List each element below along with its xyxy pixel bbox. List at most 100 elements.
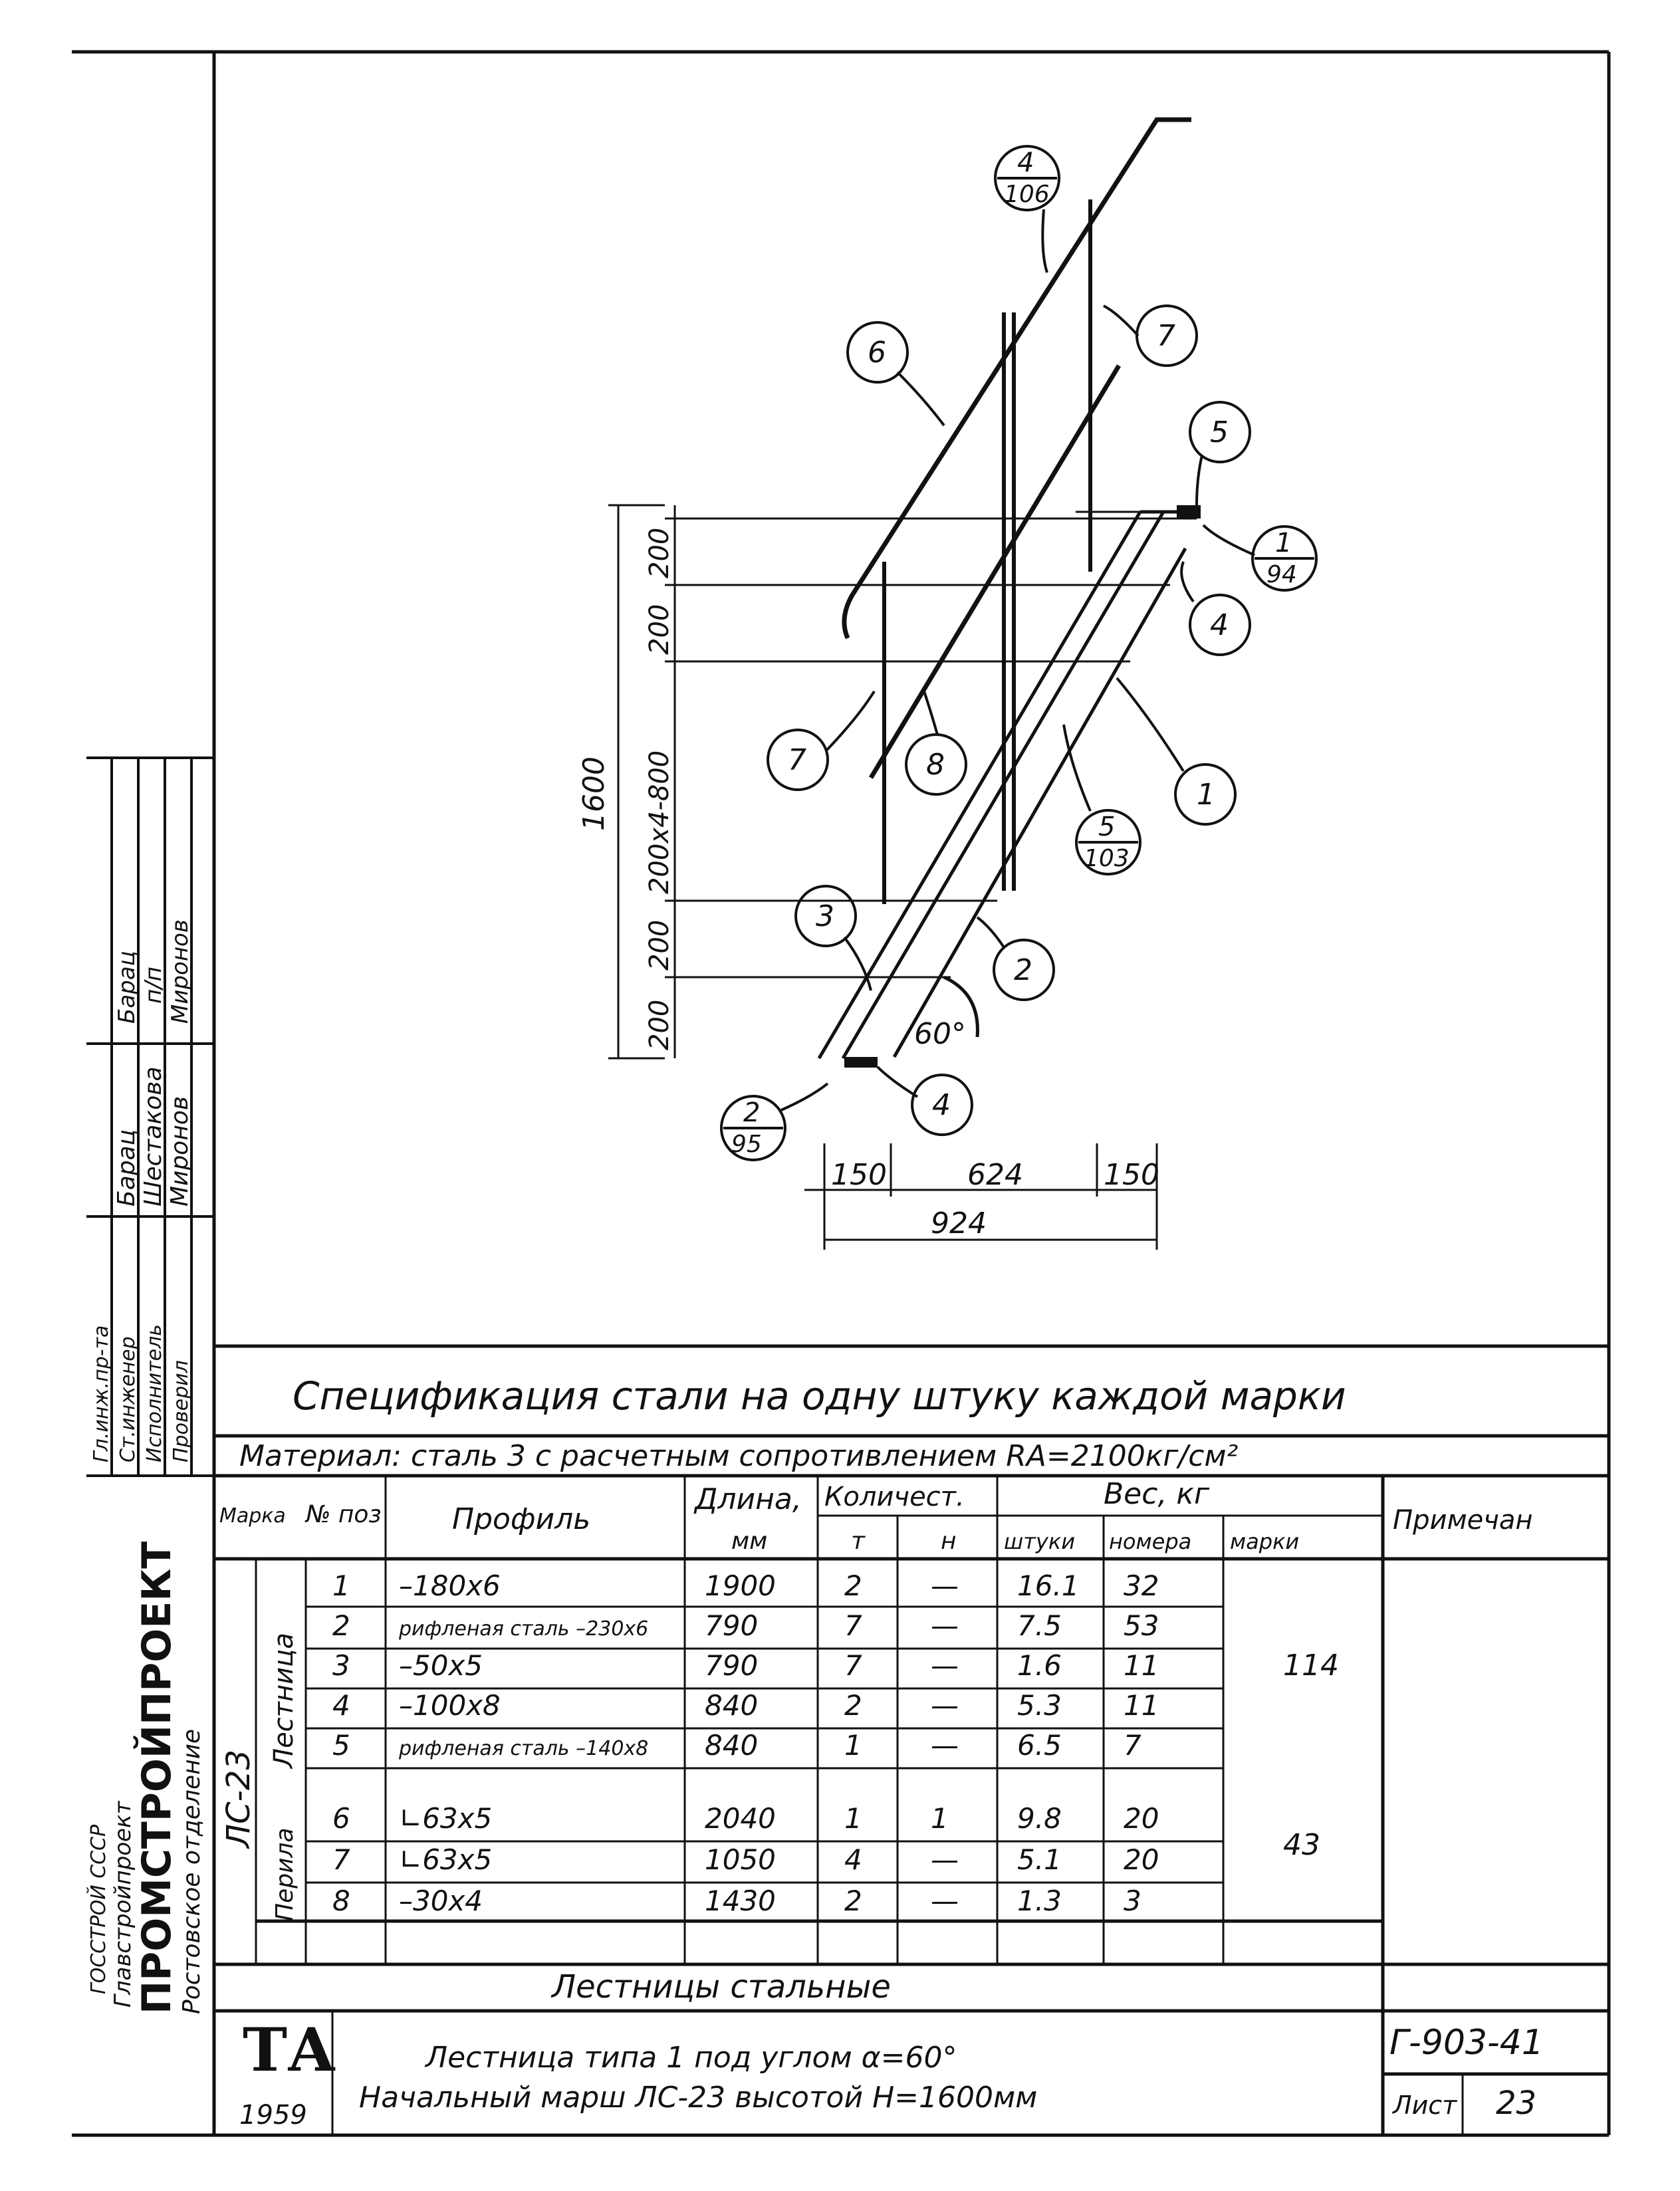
header-qty-n: н xyxy=(941,1528,957,1555)
logo: ТА xyxy=(243,2015,336,2085)
header-weight: Вес, кг xyxy=(1104,1477,1210,1511)
cell-n: — xyxy=(931,1843,959,1876)
callout-1-label: 1 xyxy=(1197,778,1215,812)
stamp-role-executor: Исполнитель xyxy=(143,1324,166,1462)
callout-1-94-label: 1 xyxy=(1275,528,1292,558)
cell-profile: ∟63x5 xyxy=(399,1843,492,1876)
callout-5-top-label: 5 xyxy=(1210,415,1229,449)
callout-2-95-sheet: 95 xyxy=(731,1131,762,1158)
stamp-name-executor: Шестакова xyxy=(140,1066,167,1207)
cell-pos_w: 11 xyxy=(1124,1689,1159,1722)
cell-piece: 5.1 xyxy=(1017,1843,1062,1876)
stamp-role-chief: Гл.инж.пр-та xyxy=(90,1326,113,1462)
stamp-sign-senior: Барац xyxy=(114,951,140,1024)
stamp-sign-checker: Миронов xyxy=(167,919,193,1024)
cell-length: 1900 xyxy=(705,1569,776,1602)
cell-n: — xyxy=(931,1649,959,1682)
title-block: ТА 1959 Лестницы стальные Лестница типа … xyxy=(239,1968,1544,2131)
group-stair-label: Лестница xyxy=(269,1633,299,1770)
cell-pos: 8 xyxy=(332,1885,350,1917)
spec-table: Спецификация стали на одну штуку каждой … xyxy=(214,1344,1609,2135)
dim-bottom-3: 150 xyxy=(1104,1158,1159,1192)
header-length: Длина, xyxy=(693,1482,802,1516)
dim-bottom-2: 624 xyxy=(967,1158,1023,1192)
callout-2-label: 2 xyxy=(1014,953,1032,987)
cell-pos_w: 20 xyxy=(1124,1843,1159,1876)
stamp-role-senior: Ст.инженер xyxy=(116,1336,140,1462)
dim-height-5: 200 xyxy=(644,528,675,578)
callout-8-label: 8 xyxy=(926,748,945,782)
callout-6-label: 6 xyxy=(868,336,886,370)
cell-profile: –180x6 xyxy=(399,1569,501,1602)
sheet-label: Лист xyxy=(1391,2091,1458,2120)
cell-profile: ∟63x5 xyxy=(399,1802,492,1835)
cell-t: 2 xyxy=(844,1689,862,1722)
cell-t: 2 xyxy=(844,1569,862,1602)
header-qty: Количест. xyxy=(824,1482,965,1512)
cell-length: 840 xyxy=(705,1729,758,1762)
title-description-1: Лестница типа 1 под углом α=60° xyxy=(424,2041,957,2075)
callout-4-bottom-label: 4 xyxy=(932,1088,951,1122)
cell-pos_w: 53 xyxy=(1124,1609,1159,1642)
stamp-role-checker: Проверил xyxy=(170,1360,193,1462)
cell-pos: 3 xyxy=(332,1649,350,1682)
top-plate xyxy=(1177,505,1201,519)
cell-pos: 5 xyxy=(332,1729,350,1762)
callout-1-94-sheet: 94 xyxy=(1266,561,1297,588)
group-railing-label: Перила xyxy=(271,1827,299,1921)
cell-t: 7 xyxy=(844,1609,862,1642)
stamp-sign-executor: п/п xyxy=(140,967,167,1004)
cell-n: — xyxy=(931,1569,959,1602)
callout-3-label: 3 xyxy=(816,899,834,933)
cell-pos: 4 xyxy=(332,1689,350,1722)
title-year: 1959 xyxy=(239,2100,307,2131)
header-qty-t: т xyxy=(851,1528,866,1555)
callout-4-sheet: 106 xyxy=(1004,181,1050,208)
cell-profile: –100x8 xyxy=(399,1689,501,1722)
dim-height-3: 200x4-800 xyxy=(644,750,675,894)
title-description-2: Начальный марш ЛС-23 высотой Н=1600мм xyxy=(359,2081,1037,2115)
header-length-unit: мм xyxy=(731,1528,767,1555)
cell-profile: рифленая сталь –140x8 xyxy=(398,1737,648,1760)
stamp-org-sub: Главстройпроект xyxy=(110,1800,136,2008)
cell-pos_w: 7 xyxy=(1124,1729,1141,1762)
cell-piece: 16.1 xyxy=(1017,1569,1080,1602)
header-profile: Профиль xyxy=(452,1502,590,1536)
side-stamp: Гл.инж.пр-та Ст.инженер Исполнитель Пров… xyxy=(86,756,214,2014)
header-w-mark: марки xyxy=(1230,1529,1299,1554)
cell-t: 1 xyxy=(844,1802,862,1835)
callout-4-top-label: 4 xyxy=(1210,608,1229,642)
group-railing-total: 43 xyxy=(1283,1828,1320,1862)
cell-piece: 7.5 xyxy=(1017,1609,1062,1642)
cell-pos_w: 3 xyxy=(1124,1885,1141,1917)
cell-length: 790 xyxy=(705,1609,758,1642)
stamp-name-senior: Барац xyxy=(113,1129,140,1207)
cell-t: 2 xyxy=(844,1885,862,1917)
cell-length: 2040 xyxy=(705,1802,776,1835)
cell-profile: –30x4 xyxy=(399,1885,483,1917)
dim-overall-width: 924 xyxy=(931,1207,987,1240)
sheet-number: 23 xyxy=(1496,2085,1536,2122)
stair-drawing: 60° 1600 200 200 200x4-800 200 200 xyxy=(577,117,1318,1250)
callout-4-label: 4 xyxy=(1017,148,1034,178)
stamp-name-checker: Миронов xyxy=(166,1096,193,1207)
header-marka: Марка xyxy=(219,1504,286,1528)
cell-t: 7 xyxy=(844,1649,862,1682)
dim-height-total: 1600 xyxy=(577,756,611,831)
cell-t: 4 xyxy=(844,1843,862,1876)
dim-height-1: 200 xyxy=(644,1000,675,1050)
cell-piece: 9.8 xyxy=(1017,1802,1062,1835)
callout-5-103-label: 5 xyxy=(1098,812,1115,842)
header-w-pos: номера xyxy=(1109,1529,1191,1554)
cell-t: 1 xyxy=(844,1729,862,1762)
header-note: Примечан xyxy=(1393,1505,1533,1536)
sheet-frame xyxy=(72,50,1611,2137)
stamp-org-branch: Ростовское отделение xyxy=(178,1729,205,2014)
cell-n: 1 xyxy=(931,1802,949,1835)
callout-7-top-label: 7 xyxy=(1157,319,1175,353)
drawing-code: Г-903-41 xyxy=(1389,2023,1544,2063)
cell-pos: 1 xyxy=(332,1569,350,1602)
cell-pos: 7 xyxy=(332,1843,350,1876)
